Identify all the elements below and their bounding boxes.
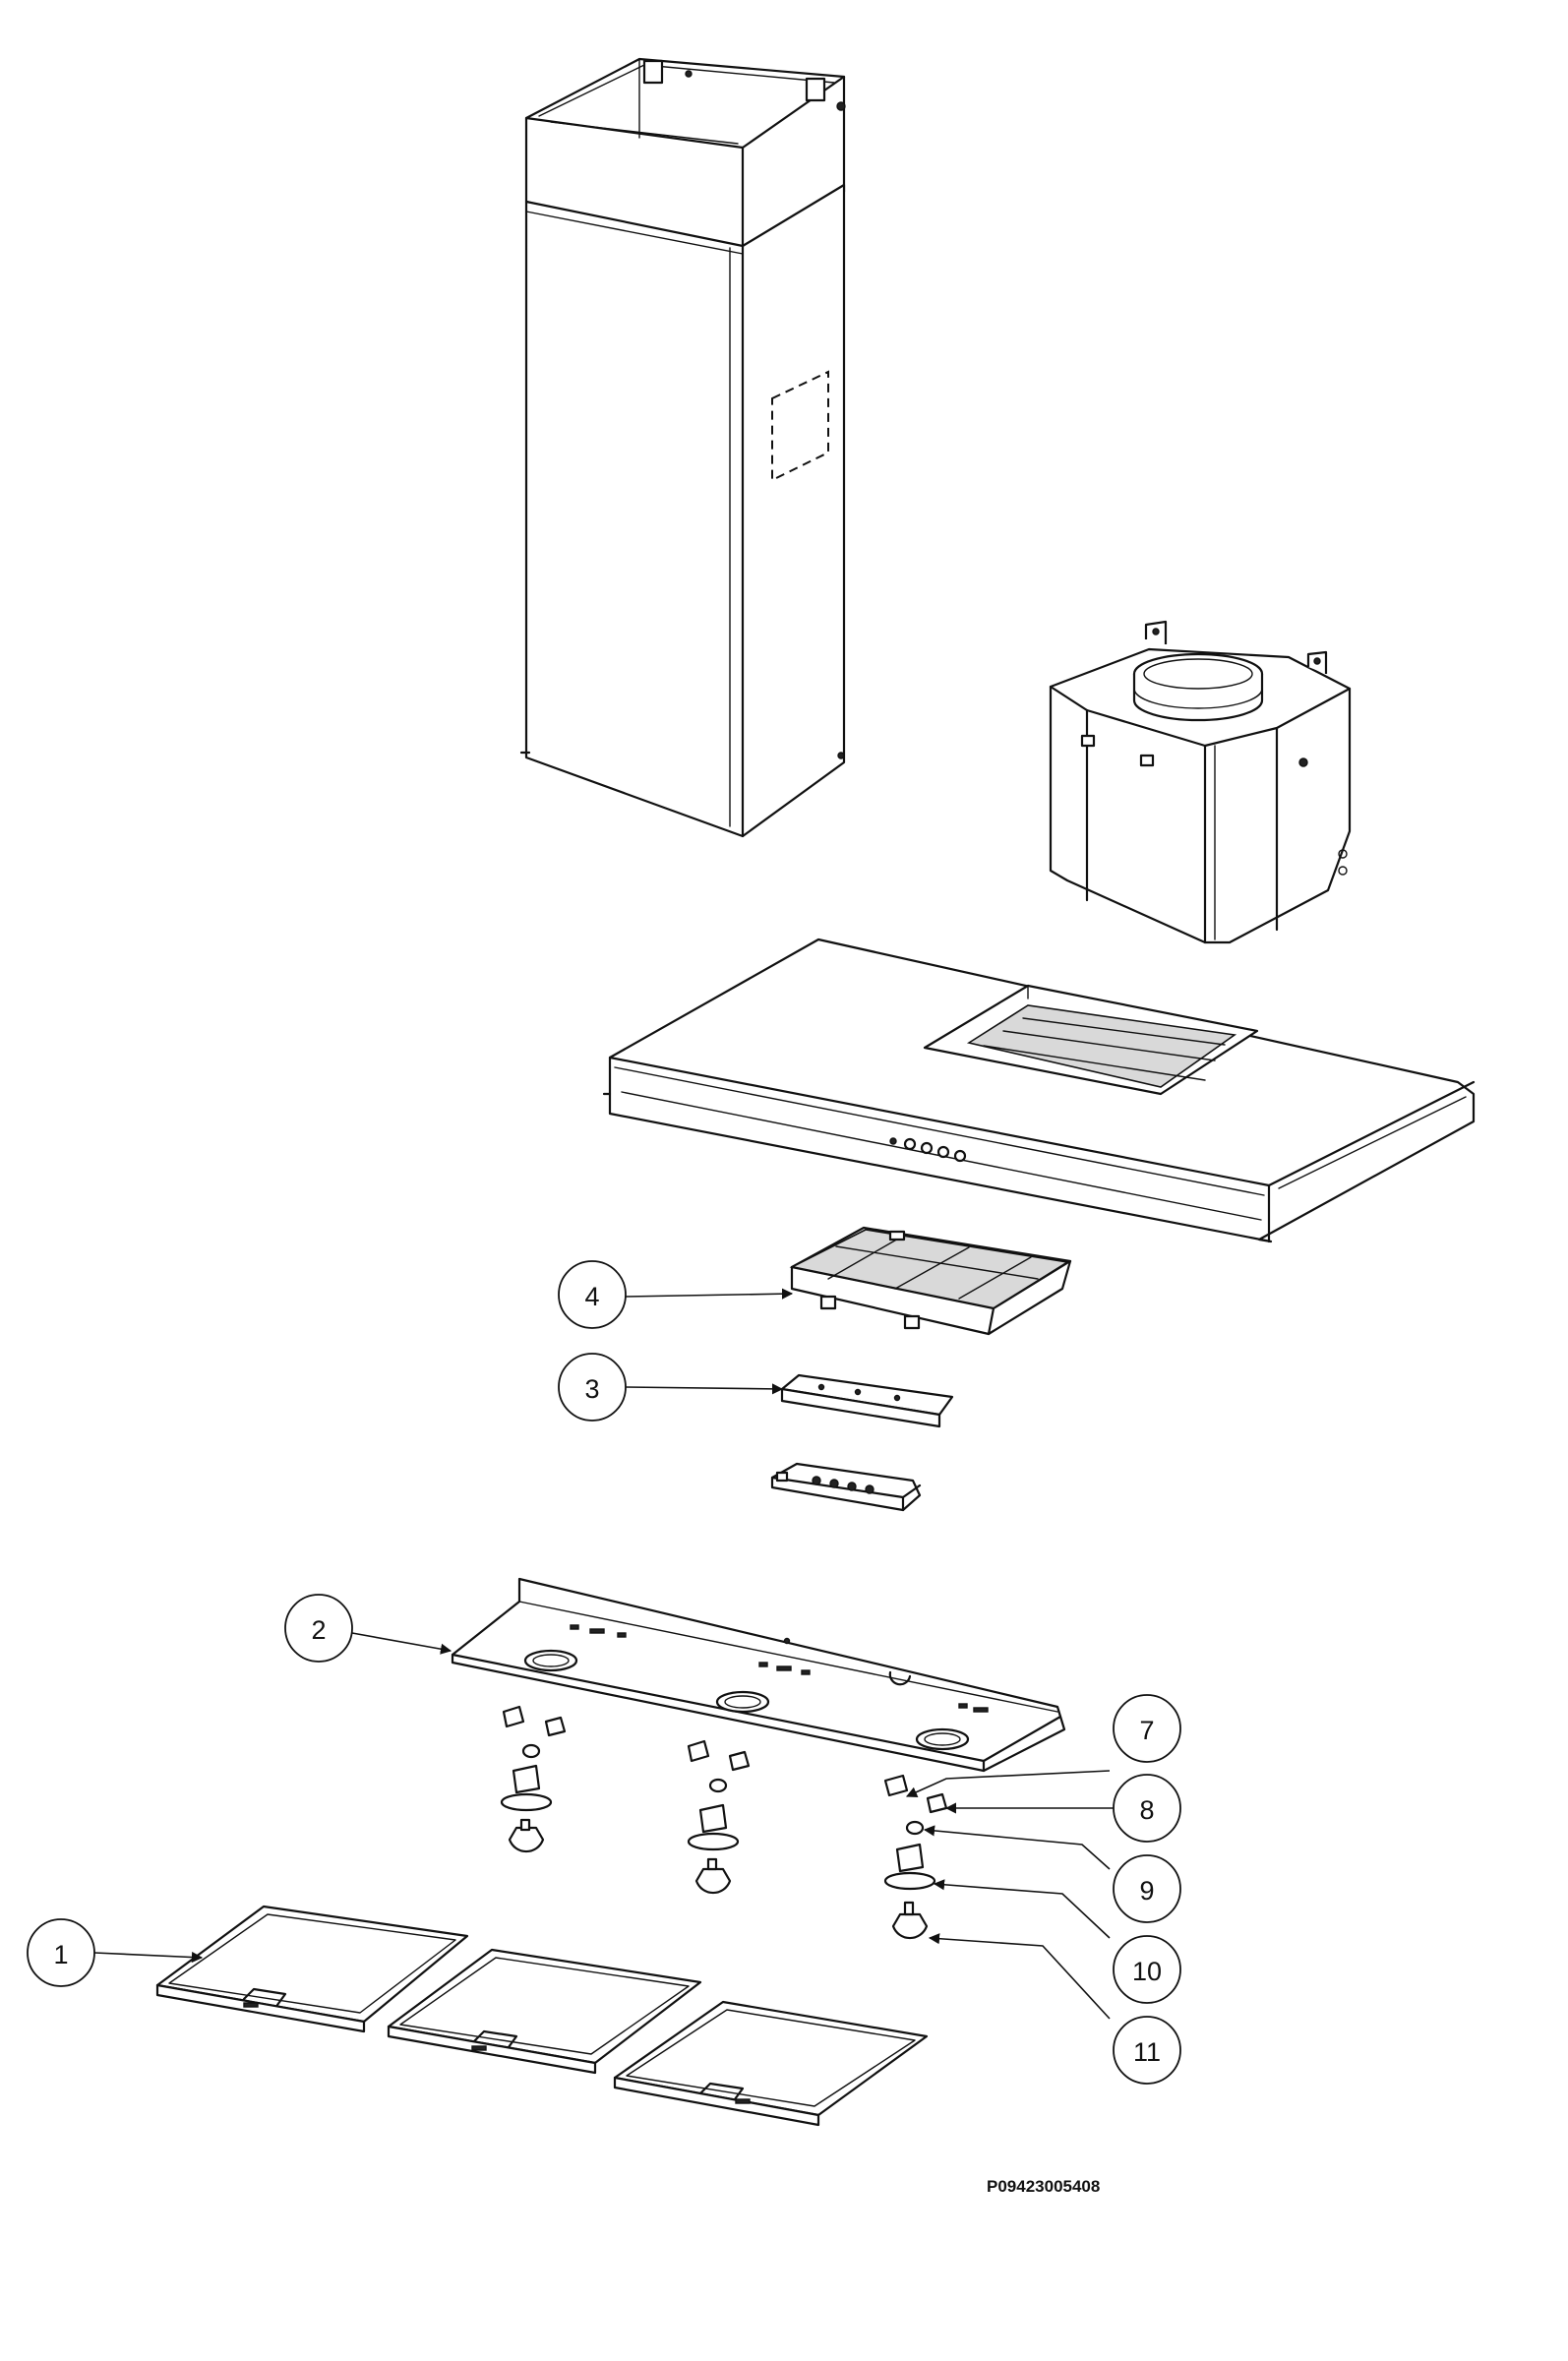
leader-lines	[93, 1288, 1114, 2020]
callout-2: 2	[284, 1594, 353, 1663]
callout-9: 9	[1113, 1854, 1181, 1923]
callout-11: 11	[1113, 2016, 1181, 2085]
lamp-set-right	[883, 1774, 948, 1940]
callout-10: 10	[1113, 1935, 1181, 2004]
callout-7: 7	[1113, 1694, 1181, 1763]
callout-8: 8	[1113, 1774, 1181, 1843]
callout-label-9: 9	[1139, 1876, 1154, 1906]
lamp-set-left	[500, 1705, 567, 1853]
grease-filter-right	[613, 2000, 929, 2127]
callout-3: 3	[558, 1353, 627, 1422]
hood-canopy	[602, 938, 1476, 1243]
carbon-filter	[789, 1226, 1072, 1336]
callout-label-4: 4	[584, 1282, 599, 1311]
callout-label-8: 8	[1139, 1795, 1154, 1825]
mounting-bracket	[780, 1373, 954, 1428]
grease-filter-left	[155, 1905, 469, 2033]
lamp-set-middle	[687, 1739, 751, 1895]
callout-label-3: 3	[584, 1374, 599, 1404]
callout-label-2: 2	[311, 1615, 326, 1645]
callout-label-7: 7	[1139, 1716, 1154, 1745]
callout-label-10: 10	[1132, 1957, 1162, 1986]
control-module	[770, 1462, 922, 1512]
motor-housing	[1049, 620, 1352, 944]
chimney-cover	[519, 57, 846, 838]
callout-1: 1	[27, 1918, 95, 1987]
callout-4: 4	[558, 1260, 627, 1329]
callout-label-11: 11	[1133, 2037, 1161, 2067]
grease-filter-middle	[387, 1948, 702, 2075]
drawing-code: P09423005408	[987, 2177, 1100, 2196]
light-panel	[451, 1577, 1066, 1773]
callout-label-1: 1	[53, 1940, 68, 1969]
